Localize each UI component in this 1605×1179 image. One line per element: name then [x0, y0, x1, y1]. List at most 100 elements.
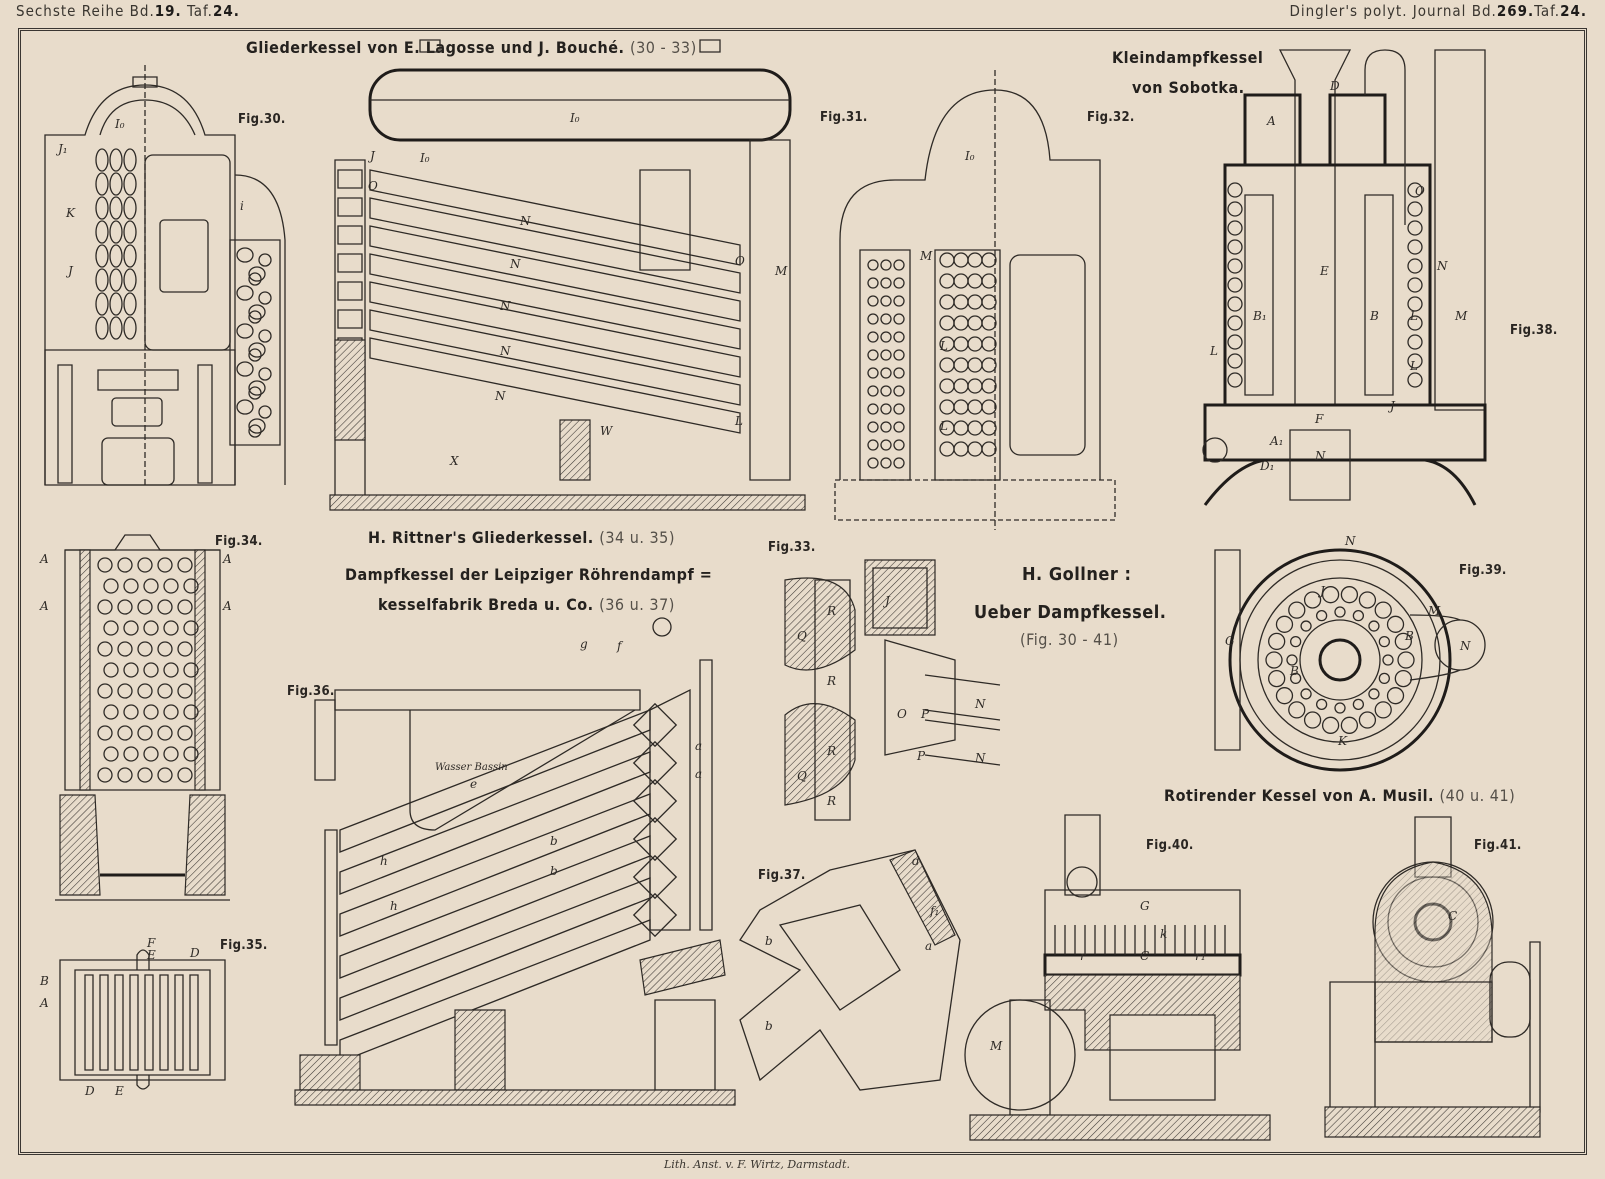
tube-header: [338, 310, 362, 328]
journal-header: Dingler's polyt. Journal Bd.269.Taf.24.: [1289, 2, 1587, 20]
tube-hole: [1305, 712, 1321, 728]
title-sobotka-2: von Sobotka.: [1132, 78, 1245, 97]
fig39-letter: B: [1404, 629, 1414, 643]
inclined-tube: [340, 752, 650, 894]
fig39-letter: N: [1459, 639, 1471, 653]
fig33-letter: R: [826, 674, 836, 688]
tube-hole: [164, 747, 178, 761]
title-rittner: H. Rittner's Gliederkessel. (34 u. 35): [368, 528, 675, 547]
fig33-letter: P: [920, 707, 930, 721]
fig37-letter: d: [912, 854, 920, 868]
fig33-letter: P: [916, 749, 926, 763]
tube-hole: [118, 642, 132, 656]
tube-hole: [124, 747, 138, 761]
tube-hole: [1323, 587, 1339, 603]
tube-ring: [940, 358, 954, 372]
tube-ring: [968, 400, 982, 414]
fig31-drawing: I₀ I₀ J O N N N N N M O L W X: [330, 40, 810, 510]
tube-ring: [968, 337, 982, 351]
fig34-letter: A: [39, 552, 49, 566]
fig33-letter: R: [826, 604, 836, 618]
title-gollner-3: (Fig. 30 - 41): [1020, 630, 1119, 649]
tube-header: [338, 254, 362, 272]
tube-hole: [1289, 602, 1305, 618]
tube-hole: [138, 600, 152, 614]
fig38-label: Fig.38.: [1510, 323, 1558, 338]
fig31-letter: I₀: [569, 111, 580, 125]
tube-ring: [868, 386, 878, 396]
fig30-label: Fig.30.: [238, 112, 286, 127]
fig35-letter: D: [84, 1084, 95, 1098]
fig39-letter: K: [1337, 734, 1348, 748]
tube-ring: [868, 314, 878, 324]
tube-section: [110, 269, 122, 291]
tube-section: [124, 269, 136, 291]
tube-header: [338, 170, 362, 188]
inclined-tube: [340, 710, 650, 852]
fig38-letter: E: [1319, 264, 1329, 278]
title-text: H. Rittner's Gliederkessel.: [368, 528, 594, 547]
tube-ring: [868, 350, 878, 360]
fig31-letter: J: [367, 149, 376, 163]
tube-header: [634, 818, 676, 860]
tube-section: [237, 324, 253, 338]
tube-hole: [98, 768, 112, 782]
fig30-letter: I₀: [114, 117, 125, 131]
tube-hole: [158, 726, 172, 740]
coil-turn: [1408, 373, 1422, 387]
tube-hole: [1305, 592, 1321, 608]
tube-hole: [1359, 592, 1375, 608]
fig33-letter: Q: [797, 769, 807, 783]
coil-turn: [1228, 297, 1242, 311]
tube-ring: [954, 274, 968, 288]
fig38-letter: L: [1409, 309, 1418, 323]
tube-hole: [158, 768, 172, 782]
tube-hole: [184, 579, 198, 593]
title-ref: (34 u. 35): [599, 528, 675, 547]
tube-hole: [104, 663, 118, 677]
tube-hole: [144, 747, 158, 761]
tube-hole: [1266, 652, 1282, 668]
title-text: kesselfabrik Breda u. Co.: [378, 595, 594, 614]
fig34-letter: A: [39, 599, 49, 613]
fig30-letter: i: [240, 199, 244, 213]
tube-ring: [954, 253, 968, 267]
tube-hole: [98, 684, 112, 698]
fig38-letter: L: [1209, 344, 1218, 358]
tube-hole: [138, 558, 152, 572]
tube-section: [96, 317, 108, 339]
tube-section: [249, 387, 261, 399]
fig35-letter: D: [189, 946, 200, 960]
tube-section: [124, 245, 136, 267]
tube-hole: [118, 684, 132, 698]
tube-hole: [1335, 607, 1345, 617]
tube-hole: [184, 705, 198, 719]
tube-hole: [98, 726, 112, 740]
tube-hole: [1353, 699, 1363, 709]
tube-ring: [881, 422, 891, 432]
fig38-letter: N: [1436, 259, 1448, 273]
fig31-letter: N: [499, 344, 511, 358]
fig40-letter: k: [1160, 927, 1167, 941]
tube-header: [634, 856, 676, 898]
tube-hole: [1291, 673, 1301, 683]
fig37-label: Fig.37.: [758, 868, 806, 883]
fig32-letter: L: [939, 339, 948, 353]
tube-section: [237, 400, 253, 414]
tube-section: [249, 349, 261, 361]
tube-ring: [982, 295, 996, 309]
fig31-letter: O: [735, 254, 745, 268]
tube-section: [110, 173, 122, 195]
tube-section: [124, 317, 136, 339]
tube-header: [634, 704, 676, 746]
tube-hole: [138, 684, 152, 698]
tube-hole: [1323, 717, 1339, 733]
fig40-letter: M: [989, 1039, 1003, 1053]
tube-hole: [1269, 671, 1285, 687]
tube-hole: [1379, 673, 1389, 683]
tube-ring: [881, 350, 891, 360]
tube-hole: [98, 558, 112, 572]
tube-ring: [968, 295, 982, 309]
plate-prefix: Taf.: [1534, 2, 1561, 20]
inclined-tube: [370, 282, 740, 377]
